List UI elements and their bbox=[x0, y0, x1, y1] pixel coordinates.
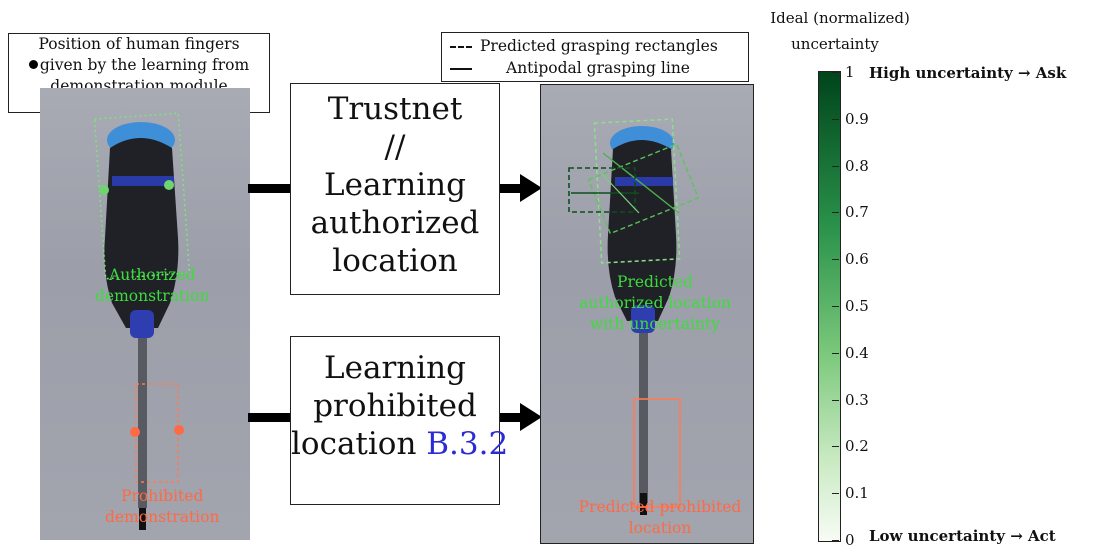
arrow-bottom-left-shaft bbox=[248, 413, 292, 422]
colorbar-tick-label: 0.8 bbox=[845, 156, 869, 175]
colorbar-tick-label: 0.9 bbox=[845, 109, 869, 128]
colorbar-tick-mark bbox=[832, 493, 839, 495]
colorbar-tick-label: 0.7 bbox=[845, 203, 869, 222]
box-bottom-line2: prohibited bbox=[313, 388, 477, 424]
uncertainty-colorbar bbox=[818, 71, 841, 542]
box-top-line3: Learning bbox=[324, 167, 466, 203]
colorbar-tick-mark bbox=[832, 399, 839, 401]
low-uncertainty-label: Low uncertainty → Act bbox=[869, 527, 1056, 545]
colorbar-tick-mark bbox=[832, 118, 839, 120]
trustnet-box: Trustnet // Learning authorized location bbox=[290, 83, 500, 295]
colorbar-tick-label: 0 bbox=[845, 531, 855, 549]
arrow-top-left-shaft bbox=[248, 184, 292, 193]
trustnet-separator: // bbox=[384, 129, 406, 165]
box-bottom-line1: Learning bbox=[324, 350, 466, 386]
box-top-line4: authorized bbox=[310, 205, 480, 241]
colorbar-tick-mark bbox=[832, 72, 839, 73]
solid-line-icon bbox=[450, 68, 472, 70]
arrow-bottom-right-head bbox=[520, 403, 542, 431]
box-top-line5: location bbox=[332, 243, 458, 279]
colorbar-tick-mark bbox=[832, 165, 839, 167]
grasp-legend: Predicted grasping rectangles Antipodal … bbox=[441, 32, 749, 82]
colorbar-tick-label: 0.5 bbox=[845, 297, 869, 315]
colorbar-tick-label: 0.3 bbox=[845, 390, 869, 409]
solid-legend-label: Antipodal grasping line bbox=[506, 59, 690, 77]
colorbar-tick-label: 1 bbox=[845, 63, 855, 81]
colorbar-tick-mark bbox=[832, 259, 839, 261]
screwdriver-illustration-right bbox=[568, 118, 700, 515]
dashed-legend-label: Predicted grasping rectangles bbox=[480, 37, 718, 55]
finger-dot-icon bbox=[28, 60, 38, 69]
colorbar-title-line2: uncertainty bbox=[791, 35, 879, 53]
colorbar-tick-label: 0.6 bbox=[845, 250, 869, 269]
colorbar-tick-mark bbox=[832, 212, 839, 214]
section-reference-link[interactable]: B.3.2 bbox=[426, 426, 509, 462]
high-uncertainty-label: High uncertainty → Ask bbox=[869, 64, 1067, 82]
colorbar-tick-label: 0.2 bbox=[845, 437, 869, 456]
colorbar-tick-mark bbox=[832, 352, 839, 354]
arrow-top-right-shaft bbox=[498, 184, 522, 193]
arrow-bottom-right-shaft bbox=[498, 413, 522, 422]
colorbar-title: Ideal (normalized) uncertainty bbox=[740, 5, 940, 57]
box-bottom-line3: location bbox=[291, 426, 427, 462]
authorized-demo-label: Authorized demonstration bbox=[95, 266, 210, 305]
trustnet-title: Trustnet bbox=[327, 91, 463, 127]
colorbar-tick-label: 0.1 bbox=[845, 484, 869, 503]
predicted-authorized-label: Predicted authorized location with uncer… bbox=[578, 273, 732, 333]
prohibited-demo-label: Prohibited demonstration bbox=[105, 487, 220, 526]
colorbar-tick-mark bbox=[832, 540, 839, 541]
dashed-line-icon bbox=[450, 46, 472, 48]
screwdriver-illustration-left bbox=[93, 112, 191, 530]
finger-legend-line1: Position of human fingers bbox=[38, 35, 240, 53]
prohibited-learning-box: Learning prohibited location B.3.2 bbox=[290, 336, 508, 505]
prediction-image bbox=[540, 84, 754, 544]
arrows-layer bbox=[248, 174, 542, 431]
predicted-prohibited-label: Predicted prohibited location bbox=[578, 498, 742, 537]
demonstration-image bbox=[40, 88, 250, 540]
colorbar-tick-mark bbox=[832, 306, 839, 307]
colorbar-tick-mark bbox=[832, 446, 839, 448]
arrow-top-right-head bbox=[520, 174, 542, 202]
finger-legend-line2: given by the learning from bbox=[39, 56, 250, 74]
colorbar-title-line1: Ideal (normalized) bbox=[770, 9, 910, 27]
colorbar-tick-label: 0.4 bbox=[845, 343, 869, 362]
